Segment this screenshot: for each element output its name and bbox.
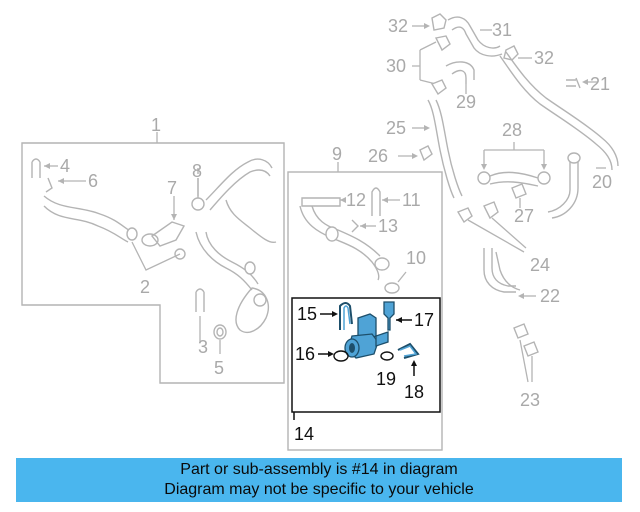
group-14-box (291, 297, 441, 413)
hose-clip-4 (31, 158, 41, 178)
group-1-outline (21, 142, 285, 384)
hose-upper-left (43, 195, 133, 233)
callout-27: 27 (514, 206, 534, 226)
callout-4: 4 (60, 156, 70, 176)
callout-25: 25 (386, 118, 406, 138)
callout-21: 21 (590, 74, 610, 94)
callout-7: 7 (167, 178, 177, 198)
callout-26: 26 (368, 146, 388, 166)
pipe-25 (427, 99, 455, 199)
group-9-box (287, 171, 443, 451)
callout-32-top: 32 (388, 16, 408, 36)
callout-5: 5 (214, 358, 224, 378)
callout-28: 28 (502, 120, 522, 140)
callout-10: 10 (406, 248, 426, 268)
clamp-8 (191, 197, 205, 211)
callout-18: 18 (404, 382, 424, 402)
callout-2: 2 (140, 277, 150, 297)
callout-13: 13 (378, 216, 398, 236)
connector-14 (344, 313, 389, 359)
oring-16 (333, 350, 349, 362)
callout-6: 6 (88, 171, 98, 191)
callout-15: 15 (297, 304, 317, 324)
clip-15 (339, 302, 353, 330)
callout-30: 30 (386, 56, 406, 76)
callout-3: 3 (198, 337, 208, 357)
oring-10 (384, 282, 400, 294)
hose-31 (447, 16, 501, 49)
callout-23: 23 (520, 390, 540, 410)
callout-29: 29 (456, 92, 476, 112)
clip-11 (371, 187, 381, 216)
banner-line-1: Part or sub-assembly is #14 in diagram (180, 461, 458, 478)
callout-24: 24 (530, 255, 550, 275)
hose-upper-right (205, 158, 273, 201)
sensor-17 (383, 301, 395, 331)
oring-5 (213, 324, 227, 340)
hose-28 (489, 171, 539, 187)
banner-line-2: Diagram may not be specific to your vehi… (164, 481, 474, 498)
valve-7 (150, 221, 186, 247)
callout-32-right: 32 (534, 48, 554, 68)
callout-31: 31 (492, 20, 512, 40)
callout-11: 11 (402, 190, 421, 210)
callout-19: 19 (376, 369, 396, 389)
pipe-22 (483, 248, 516, 293)
callout-8: 8 (192, 161, 202, 181)
info-banner: Part or sub-assembly is #14 in diagram D… (16, 458, 622, 502)
hose-9 (299, 205, 380, 281)
clip-12 (301, 197, 341, 207)
callout-14: 14 (294, 424, 314, 444)
oring-19 (380, 351, 394, 361)
callout-12: 12 (346, 190, 366, 210)
clip-3 (195, 288, 205, 312)
callout-20: 20 (592, 172, 612, 192)
callout-9: 9 (332, 144, 342, 164)
callout-16: 16 (295, 344, 315, 364)
parts-diagram: 1 4 6 7 2 8 3 5 9 12 11 13 (21, 13, 619, 451)
clip-13 (351, 219, 359, 233)
callout-17: 17 (414, 310, 434, 330)
pipe-20 (499, 55, 613, 171)
callout-1: 1 (151, 115, 161, 135)
clip-6 (45, 177, 53, 193)
clip-18 (397, 342, 420, 359)
bolt-21 (566, 77, 581, 89)
callout-22: 22 (540, 286, 560, 306)
